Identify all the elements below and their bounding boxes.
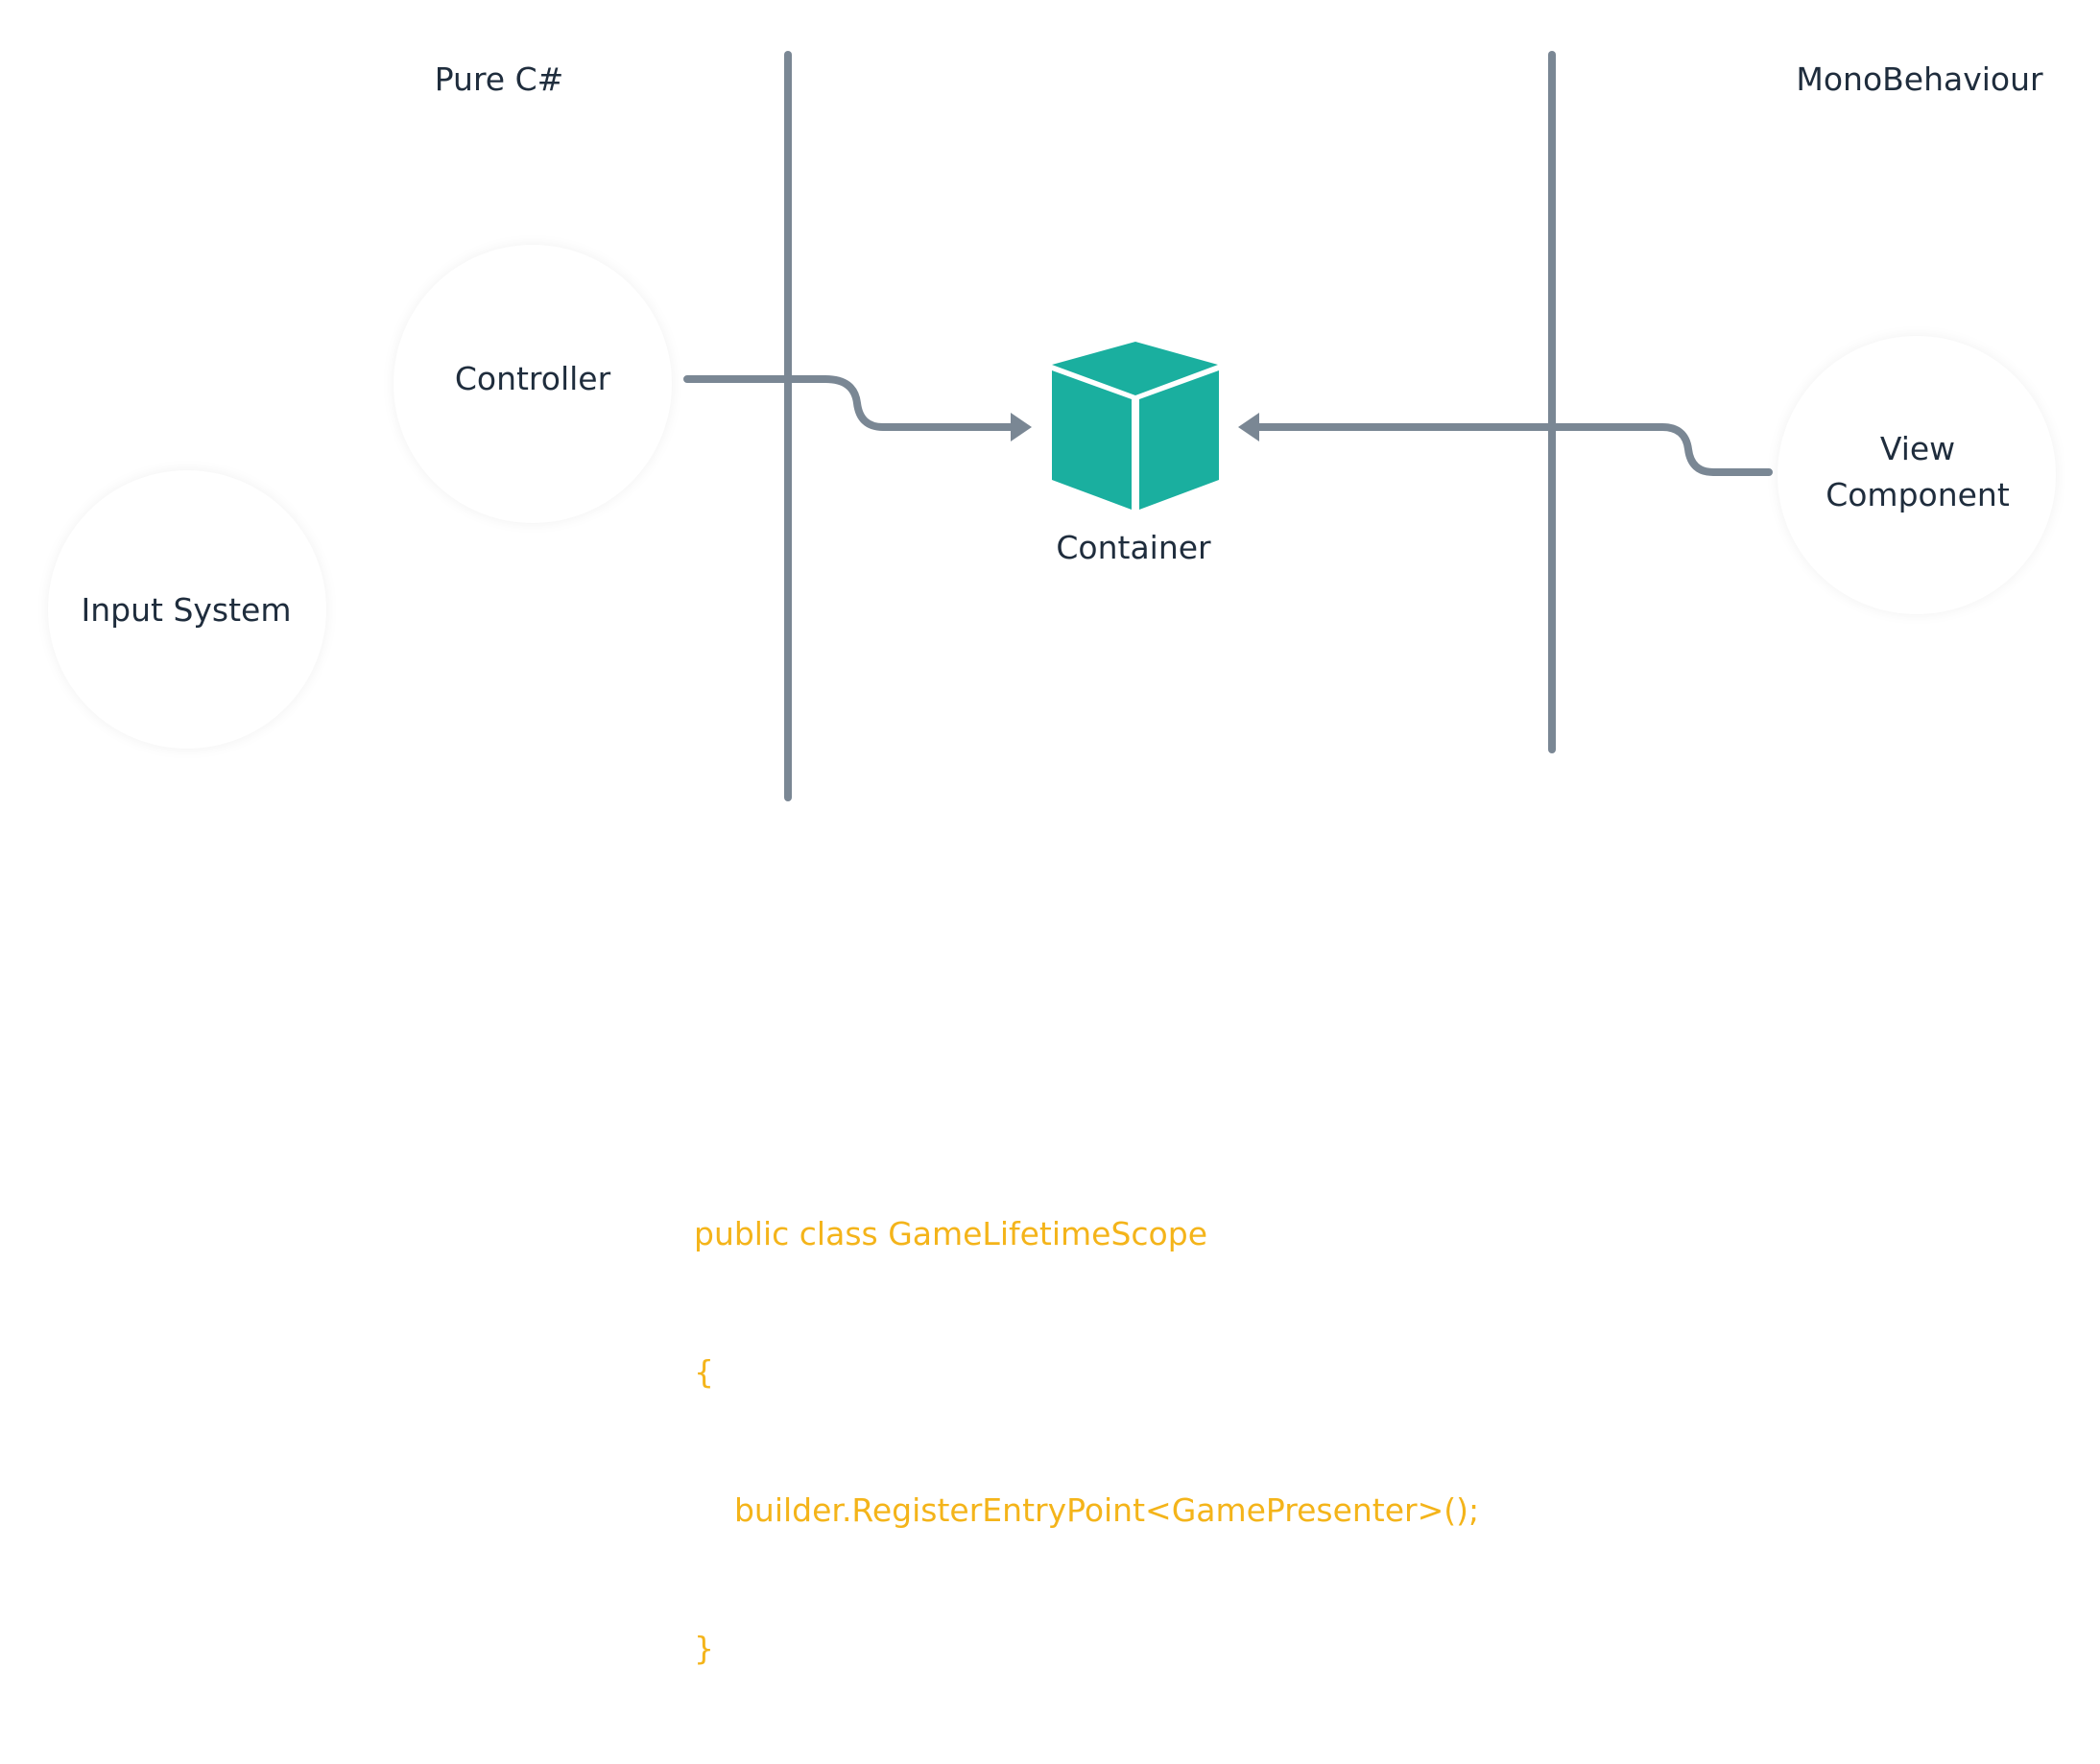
view-to-container-arrow — [1253, 423, 1773, 476]
controller-to-container-arrow — [683, 375, 1016, 431]
controller-arrowhead — [1011, 413, 1032, 441]
input-system-label: Input System — [81, 591, 292, 629]
view-component-label-line1: View — [1879, 430, 1956, 467]
input-system-node — [48, 470, 326, 749]
code-line: builder.RegisterEntryPoint<GamePresenter… — [694, 1491, 1480, 1529]
view-component-node — [1778, 336, 2056, 614]
pure-csharp-title: Pure C# — [434, 60, 564, 98]
view-arrowhead — [1238, 413, 1259, 441]
code-line: } — [694, 1630, 714, 1667]
diagram-connectors — [683, 51, 1773, 801]
code-line: public class GameLifetimeScope — [694, 1215, 1207, 1252]
view-component-label-line2: Component — [1826, 476, 2010, 513]
monobehaviour-title: MonoBehaviour — [1796, 60, 2043, 98]
view-component-label: View Component — [1826, 426, 2010, 518]
container-label: Container — [1056, 529, 1211, 566]
controller-label: Controller — [454, 360, 611, 397]
controller-node — [394, 245, 672, 523]
code-snippet: public class GameLifetimeScope { builder… — [694, 1119, 1479, 1764]
code-line: { — [694, 1353, 714, 1391]
architecture-diagram: Pure C# MonoBehaviour Controller Input S… — [48, 51, 2056, 1667]
cube-icon — [1052, 342, 1219, 510]
